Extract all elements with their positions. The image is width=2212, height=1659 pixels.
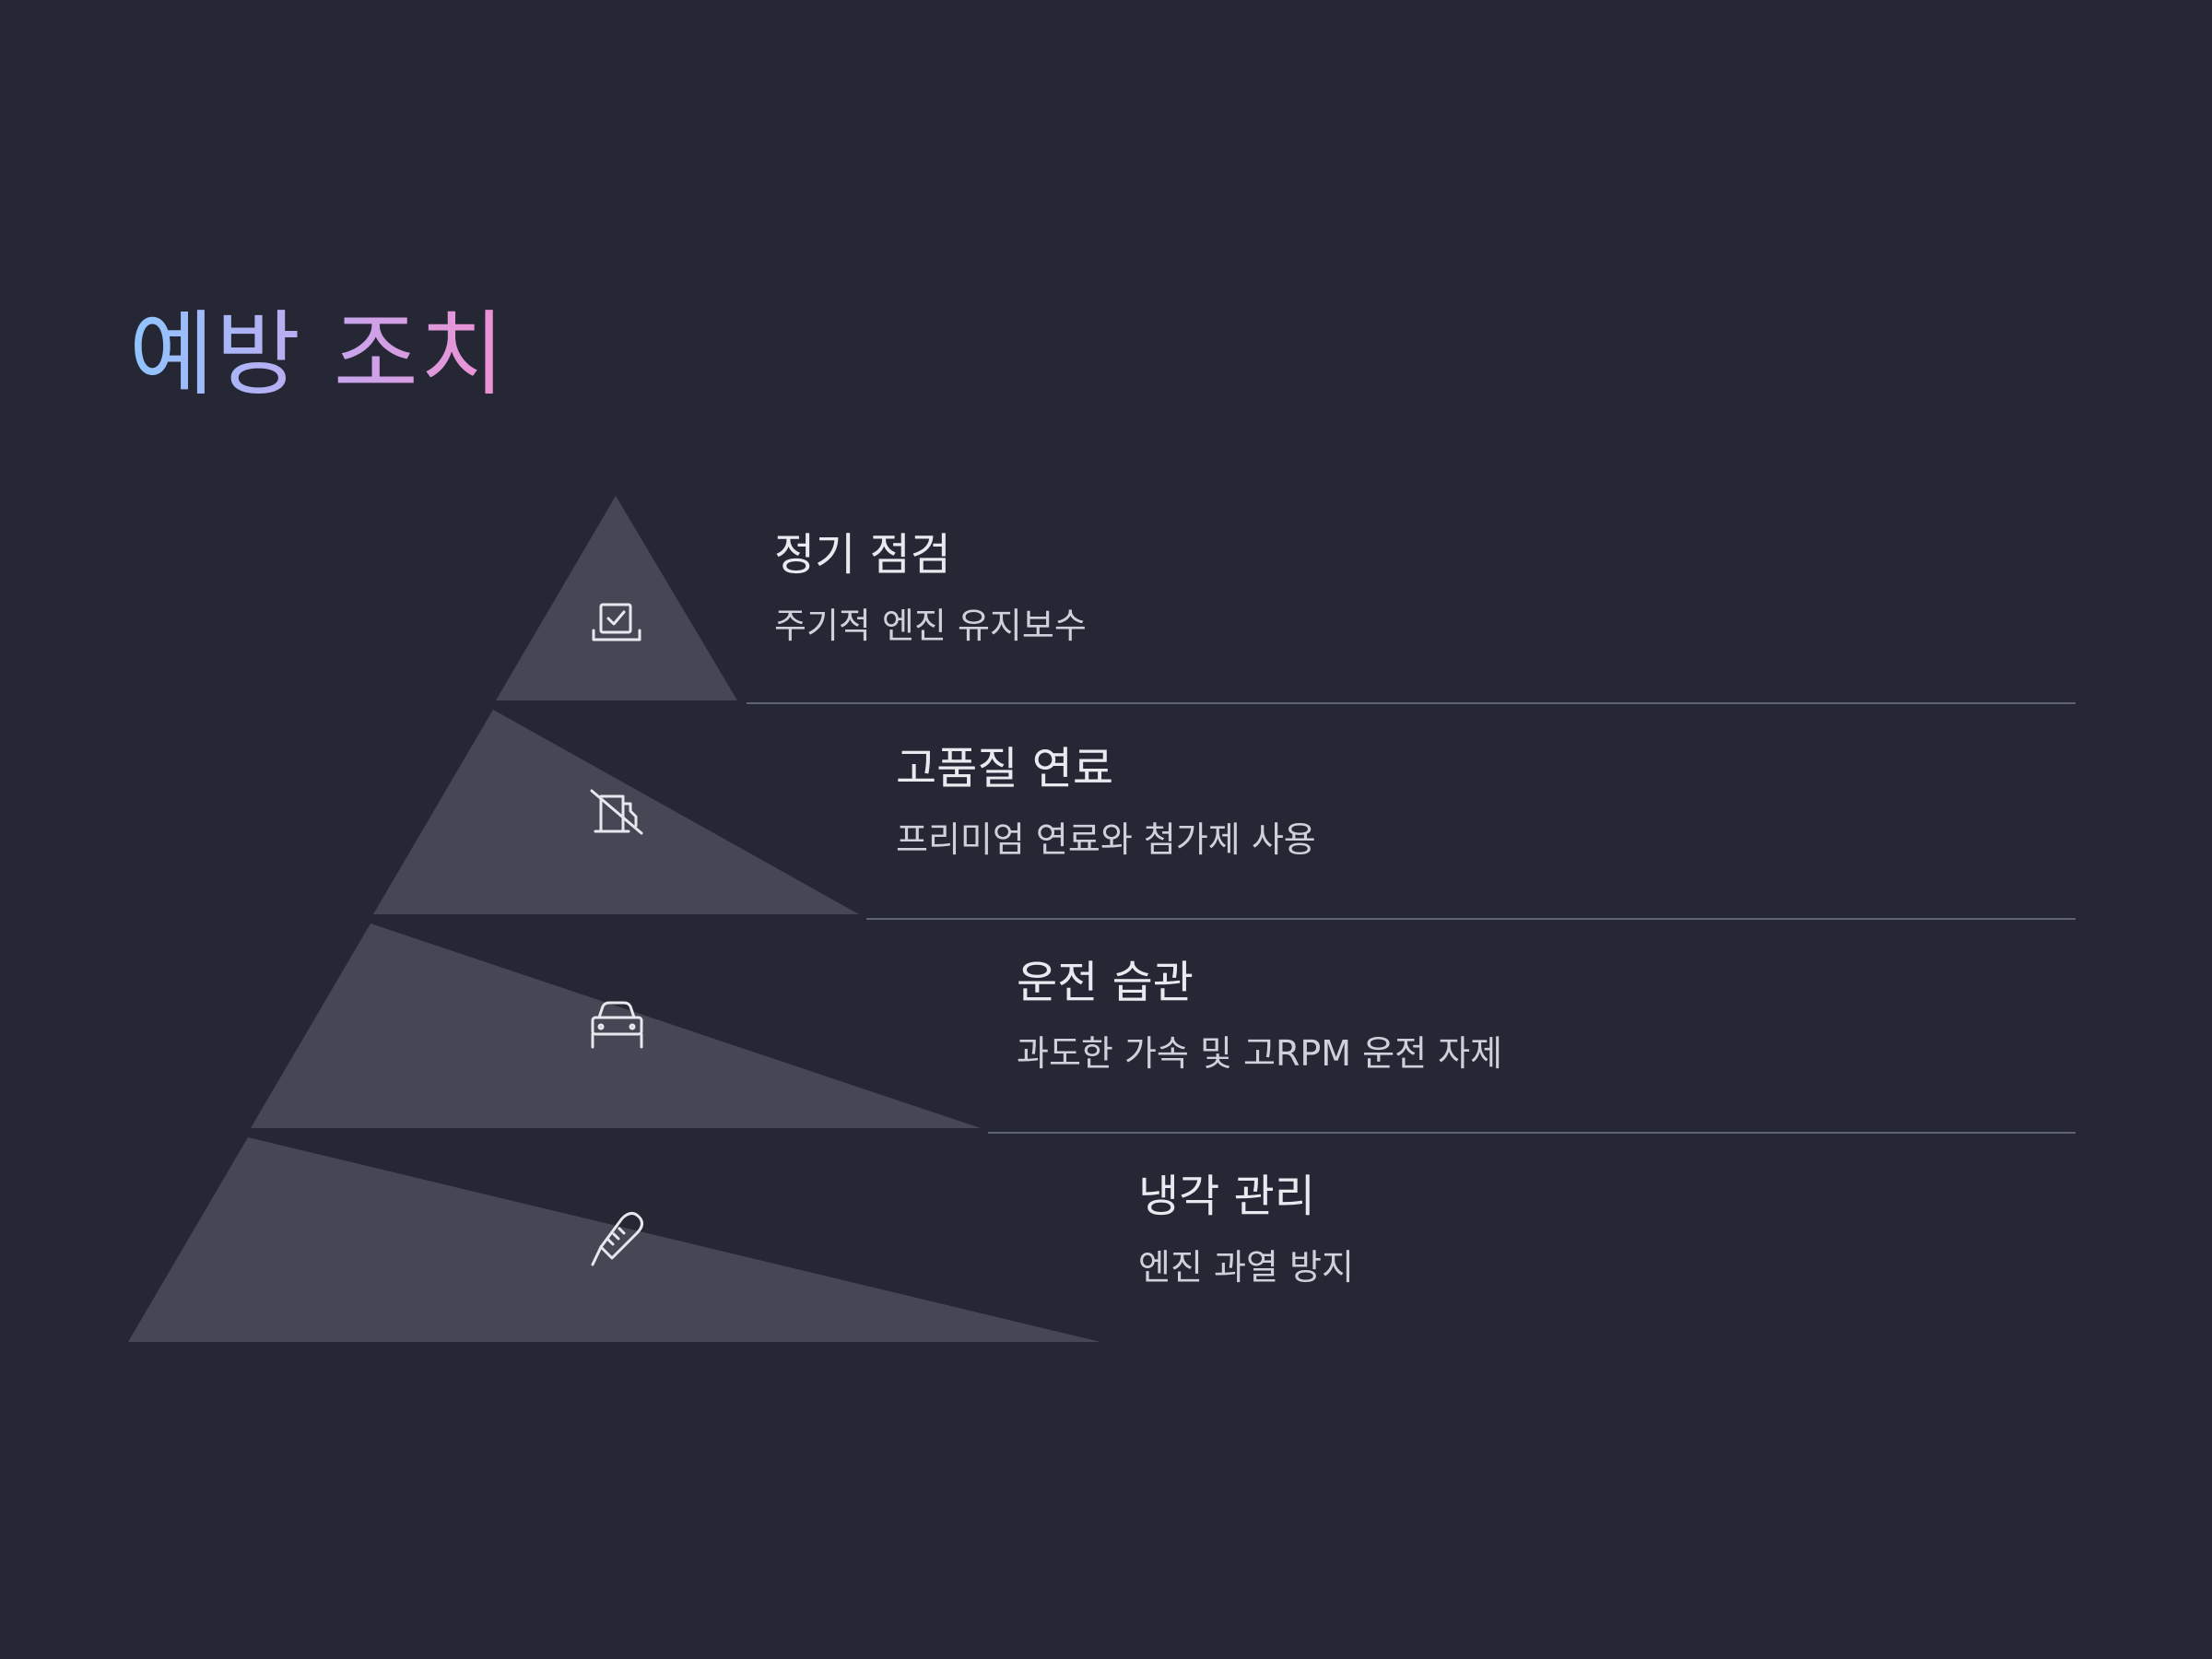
tier-label-3: 운전 습관 과도한 가속 및 고RPM 운전 자제 <box>1017 957 1503 1075</box>
checklist-icon <box>592 603 641 641</box>
page-title: 예방 조치 <box>129 300 507 408</box>
divider-3 <box>988 1132 2076 1134</box>
tier-title: 냉각 관리 <box>1138 1171 1315 1222</box>
tier-description: 주기적 엔진 유지보수 <box>774 606 1087 647</box>
pyramid-tier-1 <box>496 496 737 700</box>
fuel-pump-off-icon <box>590 789 643 835</box>
tier-title: 고품질 연료 <box>896 743 1114 794</box>
divider-2 <box>866 918 2076 920</box>
tier-label-2: 고품질 연료 프리미엄 연료와 첨가제 사용 <box>896 743 1316 861</box>
tier-label-1: 정기 점검 주기적 엔진 유지보수 <box>774 529 1087 647</box>
divider-1 <box>747 702 2076 704</box>
tier-description: 과도한 가속 및 고RPM 운전 자제 <box>1017 1033 1503 1075</box>
tier-description: 프리미엄 연료와 첨가제 사용 <box>896 819 1316 861</box>
thermometer-icon <box>591 1212 643 1266</box>
car-icon <box>591 1001 643 1049</box>
pyramid-tier-4 <box>128 1137 1100 1342</box>
tier-label-4: 냉각 관리 엔진 과열 방지 <box>1138 1171 1354 1288</box>
tier-title: 정기 점검 <box>774 529 951 581</box>
tier-description: 엔진 과열 방지 <box>1138 1247 1354 1288</box>
pyramid-tier-3 <box>251 924 981 1128</box>
tier-title: 운전 습관 <box>1017 957 1194 1008</box>
